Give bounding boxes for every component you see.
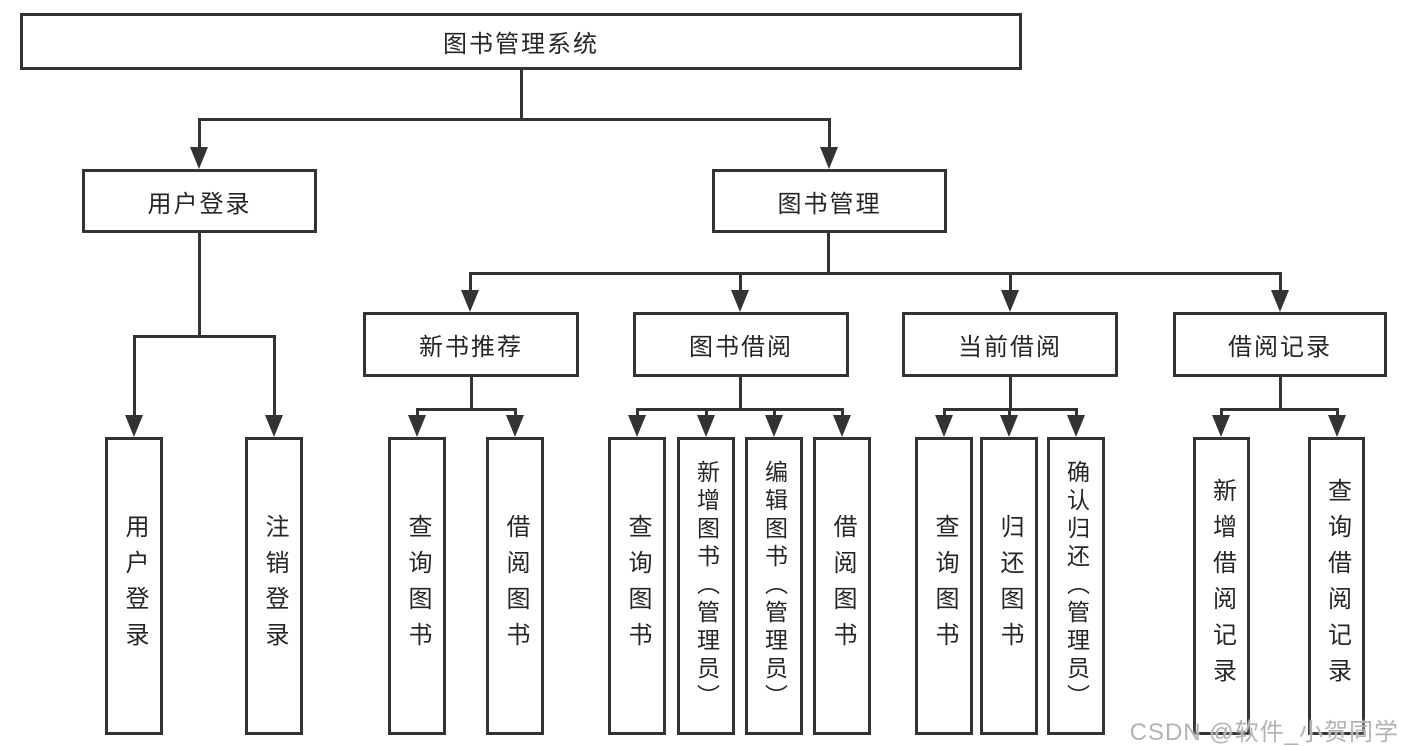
leaf-current-confirm-return-admin: 确认归还（管理员） [1047,437,1105,735]
arrow-down-icon [832,408,852,437]
connector-line [470,272,1280,275]
leaf-current-return-books: 归还图书 [980,437,1038,735]
connector-line [637,408,842,411]
arrow-down-icon [1211,408,1231,437]
node-borrowing-records-label: 借阅记录 [1228,334,1332,361]
arrow-down-icon [407,408,427,437]
leaf-login-user-login: 用户登录 [105,437,163,735]
arrow-down-icon [934,408,954,437]
arrow-down-icon [819,118,839,169]
arrow-down-icon [1327,408,1347,437]
connector-line [417,408,515,411]
arrow-down-icon [696,408,716,437]
node-user-login-label: 用户登录 [147,190,252,218]
leaf-borrowing-add-books-admin-label: 新增图书（管理员） [693,460,720,712]
leaf-recommend-borrow-books: 借阅图书 [486,437,544,735]
node-new-book-recommend-label: 新书推荐 [419,334,523,361]
node-borrowing-records: 借阅记录 [1173,312,1387,377]
arrow-down-icon [730,272,750,312]
node-book-management-label: 图书管理 [777,190,882,218]
node-book-borrowing-label: 图书借阅 [689,334,793,361]
leaf-current-return-books-label: 归还图书 [996,514,1023,658]
watermark: CSDN @软件_小贺同学 [1129,719,1399,746]
arrow-down-icon [764,408,784,437]
leaf-login-logout-label: 注销登录 [261,514,288,658]
leaf-records-query-record: 查询借阅记录 [1308,437,1365,735]
leaf-records-add-record-label: 新增借阅记录 [1208,478,1236,694]
leaf-borrowing-edit-books-admin: 编辑图书（管理员） [745,437,803,735]
node-book-borrowing: 图书借阅 [633,312,849,377]
node-root-label: 图书管理系统 [443,31,599,58]
connector-line [469,377,473,408]
leaf-records-add-record: 新增借阅记录 [1193,437,1250,735]
arrow-down-icon [1270,272,1290,312]
arrow-down-icon [1000,272,1020,312]
arrow-down-icon [627,408,647,437]
leaf-current-query-books: 查询图书 [915,437,973,735]
leaf-borrowing-edit-books-admin-label: 编辑图书（管理员） [761,460,788,712]
arrow-down-icon [460,272,480,312]
arrow-down-icon [189,118,209,169]
leaf-borrowing-borrow-books-label: 借阅图书 [829,514,856,658]
connector-line [1221,408,1337,411]
connector-line [1008,377,1012,408]
leaf-borrowing-borrow-books: 借阅图书 [813,437,871,735]
leaf-records-query-record-label: 查询借阅记录 [1323,478,1351,694]
leaf-recommend-query-books-label: 查询图书 [404,514,431,658]
node-current-borrowing-label: 当前借阅 [958,334,1062,361]
connector-line [1278,377,1282,408]
connector-line [134,335,274,338]
leaf-login-logout: 注销登录 [245,437,303,735]
arrow-down-icon [1066,408,1086,437]
connector-line [519,70,523,118]
leaf-login-user-login-label: 用户登录 [121,514,148,658]
node-new-book-recommend: 新书推荐 [363,312,579,377]
connector-line [826,233,830,272]
leaf-current-confirm-return-admin-label: 确认归还（管理员） [1063,460,1090,712]
connector-line [197,233,201,335]
node-current-borrowing: 当前借阅 [902,312,1118,377]
leaf-borrowing-query-books-label: 查询图书 [624,514,651,658]
node-book-management: 图书管理 [712,169,947,233]
node-root: 图书管理系统 [20,13,1022,70]
leaf-recommend-query-books: 查询图书 [388,437,446,735]
arrow-down-icon [124,335,144,437]
arrow-down-icon [264,335,284,437]
leaf-borrowing-add-books-admin: 新增图书（管理员） [677,437,735,735]
leaf-current-query-books-label: 查询图书 [931,514,958,658]
node-user-login: 用户登录 [82,169,317,233]
connector-line [738,377,742,408]
leaf-borrowing-query-books: 查询图书 [608,437,666,735]
arrow-down-icon [999,408,1019,437]
arrow-down-icon [505,408,525,437]
leaf-recommend-borrow-books-label: 借阅图书 [502,514,529,658]
connector-line [199,118,829,121]
